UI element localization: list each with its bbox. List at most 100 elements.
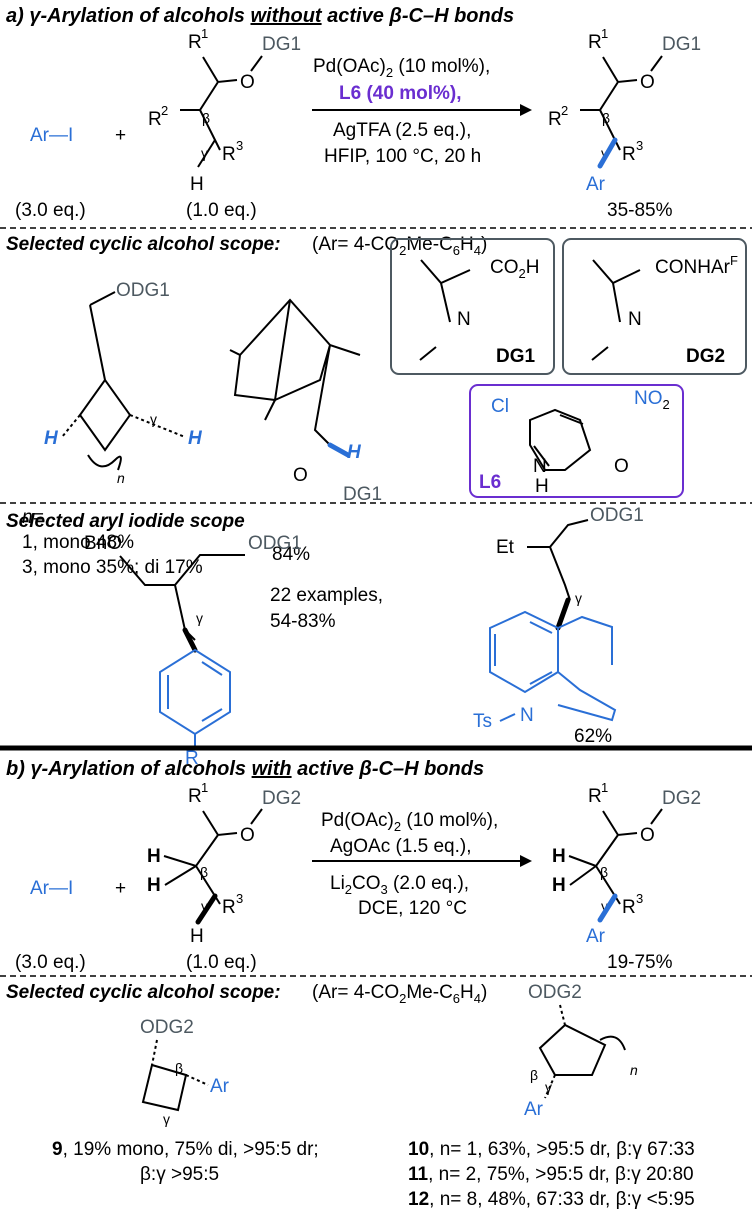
svg-text:O: O [640, 825, 655, 846]
svg-text:1: 1 [201, 780, 208, 795]
cyclic-scope-a-note: (Ar= 4-CO2Me-C6H4) [312, 234, 487, 258]
svg-text:N: N [533, 456, 547, 477]
svg-text:2: 2 [561, 103, 568, 118]
svg-text:N: N [457, 309, 471, 330]
svg-text:1: 1 [601, 780, 608, 795]
svg-text:γ: γ [545, 1079, 552, 1095]
substrate-b: R 1 DG2 O H H β γ R 3 H [147, 780, 301, 947]
svg-text:3: 3 [236, 891, 243, 906]
svg-text:DG2: DG2 [662, 788, 701, 809]
conditions-b: Pd(OAc)2 (10 mol%), AgOAc (1.5 eq.), Li2… [312, 810, 532, 919]
svg-text:H: H [147, 875, 161, 896]
svg-text:R: R [185, 748, 199, 769]
svg-text:L6: L6 [479, 472, 501, 493]
svg-text:β: β [600, 864, 608, 880]
svg-text:1: 1 [201, 26, 208, 41]
svg-text:N: N [520, 705, 534, 726]
svg-text:γ: γ [201, 145, 208, 161]
svg-text:β: β [175, 1060, 183, 1076]
svg-text:R: R [148, 109, 162, 130]
entry-11: 11, n= 2, 75%, >95:5 dr, β:γ 20:80 [408, 1164, 694, 1185]
equiv-aryl-b: (3.0 eq.) [15, 952, 86, 973]
svg-text:HFIP, 100 °C, 20 h: HFIP, 100 °C, 20 h [324, 146, 481, 167]
indole-yield: 62% [574, 726, 612, 747]
product-a: R 1 DG1 O R 2 β γ R 3 Ar [548, 26, 701, 195]
svg-text:H: H [147, 846, 161, 867]
aryl-scope-examples: 22 examples, [270, 585, 383, 606]
svg-text:Ar: Ar [586, 926, 606, 947]
svg-text:DG2: DG2 [686, 346, 725, 367]
aryl-scope-yield-range: 54-83% [270, 611, 336, 632]
svg-text:BnO: BnO [84, 533, 122, 554]
n-equals: n= [22, 507, 44, 528]
svg-text:O: O [240, 72, 255, 93]
svg-text:γ: γ [150, 411, 157, 427]
svg-text:n: n [630, 1062, 638, 1078]
svg-text:DG1: DG1 [662, 34, 701, 55]
svg-text:R: R [622, 897, 636, 918]
svg-text:R: R [222, 144, 236, 165]
svg-text:R: R [588, 786, 602, 807]
svg-text:γ: γ [575, 590, 582, 606]
norbornane-yield: 84% [272, 544, 310, 565]
entry-9: 9, 19% mono, 75% di, >95:5 dr; [52, 1139, 319, 1160]
plus-a: + [115, 125, 126, 146]
cyclobutanol-product: ODG2 β γ Ar [140, 1017, 230, 1127]
cyclobutane-row2: 3, mono 35%; di 17% [22, 557, 203, 578]
svg-text:ODG2: ODG2 [140, 1017, 194, 1038]
entry-9-selectivity: β:γ >95:5 [140, 1164, 219, 1185]
svg-text:DG1: DG1 [262, 34, 301, 55]
svg-text:γ: γ [196, 610, 203, 626]
cyclic-scope-a-heading: Selected cyclic alcohol scope: [6, 234, 281, 255]
svg-text:3: 3 [636, 891, 643, 906]
section-b-title: b) γ-Arylation of alcohols with active β… [6, 758, 484, 780]
svg-text:O: O [640, 72, 655, 93]
norbornane-substrate: H O DG1 [229, 298, 382, 505]
svg-text:CO2H: CO2H [490, 257, 539, 281]
svg-text:H: H [552, 875, 566, 896]
svg-text:β: β [202, 110, 210, 126]
svg-text:n: n [117, 470, 125, 486]
svg-text:3: 3 [636, 138, 643, 153]
equiv-aryl-a: (3.0 eq.) [15, 200, 86, 221]
svg-text:DCE, 120 °C: DCE, 120 °C [358, 898, 467, 919]
cyclopentane-top-label: ODG2 [528, 982, 582, 1003]
svg-text:Pd(OAc)2 (10 mol%),: Pd(OAc)2 (10 mol%), [321, 810, 498, 834]
svg-text:γ: γ [601, 145, 608, 161]
conditions-a: Pd(OAc)2 (10 mol%), L6 (40 mol%), AgTFA … [312, 56, 532, 167]
aryl-iodide-b: Ar—I [30, 878, 73, 899]
svg-text:DG1: DG1 [496, 346, 536, 367]
svg-text:R: R [548, 109, 562, 130]
svg-text:O: O [614, 456, 629, 477]
svg-text:O: O [293, 465, 308, 486]
svg-text:AgOAc (1.5 eq.),: AgOAc (1.5 eq.), [330, 836, 472, 857]
svg-text:Ar: Ar [524, 1099, 544, 1120]
yield-b: 19-75% [607, 952, 673, 973]
aryl-scope-indole-product: Et ODG1 γ N Ts [473, 505, 644, 732]
equiv-substrate-a: (1.0 eq.) [186, 200, 257, 221]
svg-text:NO2: NO2 [634, 388, 670, 412]
svg-text:ODG1: ODG1 [248, 533, 302, 554]
svg-text:H: H [190, 926, 204, 947]
svg-text:H: H [188, 428, 203, 449]
svg-text:Ts: Ts [473, 711, 492, 732]
section-a-title: a) γ-Arylation of alcohols without activ… [6, 5, 514, 27]
svg-text:R: R [188, 786, 202, 807]
product-b: R 1 DG2 O H H β γ R 3 Ar [552, 780, 701, 947]
svg-text:H: H [552, 846, 566, 867]
svg-text:H: H [190, 174, 204, 195]
svg-text:γ: γ [163, 1111, 170, 1127]
cyclic-scope-b-note: (Ar= 4-CO2Me-C6H4) [312, 982, 487, 1006]
svg-text:Ar: Ar [210, 1076, 230, 1097]
svg-text:O: O [240, 825, 255, 846]
svg-text:H: H [347, 442, 362, 463]
svg-text:R: R [222, 897, 236, 918]
cyclopentanol-product: β γ n Ar [524, 1004, 638, 1120]
svg-text:β: β [602, 110, 610, 126]
l6-box: Cl NO2 N H O L6 [469, 384, 684, 498]
svg-text:Et: Et [496, 537, 515, 558]
yield-a: 35-85% [607, 200, 673, 221]
svg-text:β: β [530, 1067, 538, 1083]
svg-text:γ: γ [201, 898, 208, 914]
